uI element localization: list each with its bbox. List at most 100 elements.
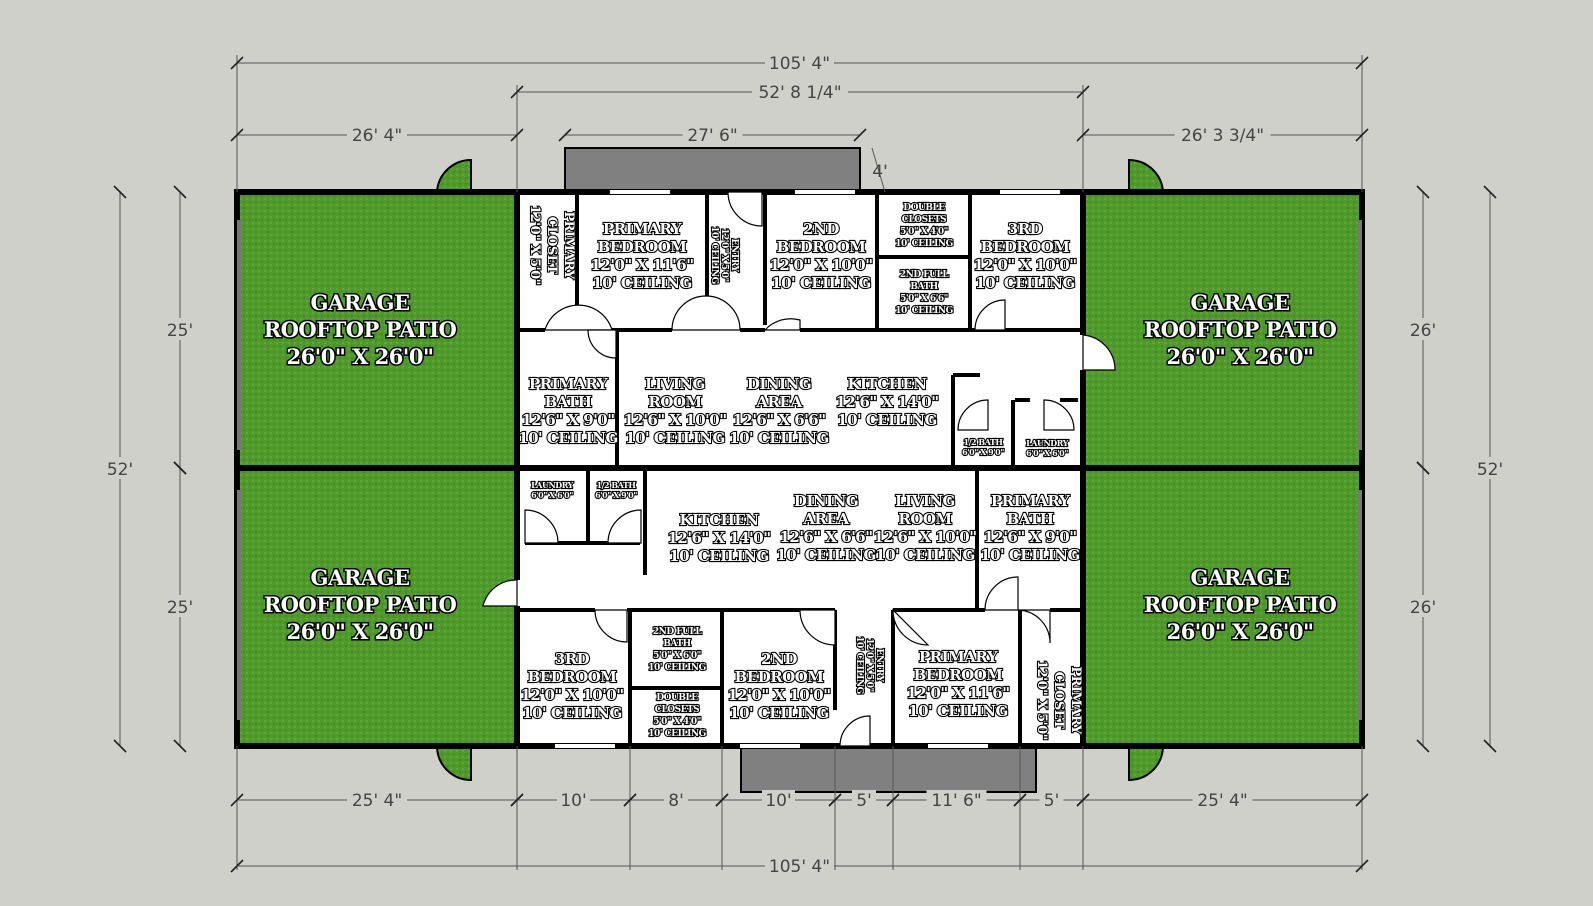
room-label: BEDROOM	[735, 668, 824, 686]
room-label: BEDROOM	[914, 666, 1003, 684]
front-porch-bottom	[740, 745, 1037, 793]
garage-door-bump	[1128, 158, 1165, 193]
dimension-tick	[1355, 793, 1369, 807]
dimension-label-bg	[162, 318, 198, 340]
room-label: 1/2 BATH	[964, 437, 1004, 447]
dimension-tick	[1355, 128, 1369, 142]
dimension-label-bg	[682, 125, 743, 145]
room-label: ENTRY	[874, 649, 884, 683]
bottom-unit-walls	[517, 468, 1083, 746]
dimension-label-bg	[765, 53, 834, 73]
garage-label: 26'0" X 26'0"	[1167, 619, 1314, 644]
dimension-label: 10'	[560, 791, 586, 811]
room-label: CLOSETS	[655, 705, 699, 715]
dimension-tick	[510, 85, 524, 99]
dimension-tick	[558, 128, 572, 142]
dimension-label: 5'	[856, 791, 872, 811]
dimension-label-bg	[1039, 790, 1064, 810]
dimension-label: 26'	[1410, 598, 1436, 618]
room-label: 12'6" X 9'0"	[521, 411, 614, 429]
room-label: 12'0" X 5'0"	[1034, 660, 1049, 740]
room-label: LIVING	[645, 375, 705, 393]
room-label: 10' CEILING	[709, 226, 719, 284]
room-label: 10' CEILING	[854, 636, 864, 694]
garage-label: GARAGE	[311, 290, 410, 315]
garage-patio-bottom-left	[237, 468, 517, 746]
dimension-label-bg	[664, 790, 688, 810]
room-label: 12'0" X 11'6"	[590, 256, 693, 274]
room-label: 12'0" X 11'6"	[906, 684, 1009, 702]
dimension-label-bg	[765, 856, 834, 876]
room-label: PRIMARY	[561, 211, 576, 280]
room-label: BATH	[910, 282, 938, 292]
room-label: 10' CEILING	[648, 663, 706, 673]
room-label: BEDROOM	[598, 238, 687, 256]
garage-label: ROOFTOP PATIO	[264, 317, 457, 342]
room-label: PRIMARY	[919, 648, 998, 666]
dimension-line	[871, 147, 886, 193]
dimension-tick	[230, 128, 244, 142]
dimension-tick	[1076, 793, 1090, 807]
room-label: BEDROOM	[528, 668, 617, 686]
garage-label: ROOFTOP PATIO	[264, 592, 457, 617]
room-label: ROOM	[648, 393, 701, 411]
room-label: 12'0" X 10'0"	[727, 686, 830, 704]
dimension-tick	[173, 185, 187, 199]
room-label: 2ND FULL	[653, 627, 702, 637]
windows	[237, 190, 1362, 748]
dimension-tick	[230, 56, 244, 70]
room-label: 2ND FULL	[900, 270, 949, 280]
dimension-label: 52'	[107, 460, 133, 480]
dimension-label-bg	[852, 790, 876, 810]
room-label: 6'0" X 9'0"	[962, 447, 1004, 457]
dimension-tick	[623, 793, 637, 807]
room-label: 6'0" X 6'0"	[1026, 448, 1068, 458]
dimension-tick	[1483, 739, 1497, 753]
room-label: 1/2 BATH	[597, 480, 637, 490]
room-label: BEDROOM	[981, 238, 1070, 256]
room-label: DINING	[794, 492, 858, 510]
room-label: BATH	[1007, 510, 1054, 528]
room-label: 10' CEILING	[895, 239, 953, 249]
dimension-label-bg	[347, 790, 407, 810]
dimension-label-bg	[1192, 790, 1253, 810]
room-label: 12'0" X 5'0"	[864, 638, 874, 691]
room-label: ENTRY	[729, 239, 739, 273]
garage-label: 26'0" X 26'0"	[287, 619, 434, 644]
room-label: ROOM	[898, 510, 951, 528]
room-label: 10' CEILING	[625, 429, 725, 447]
dimension-label: 25' 4"	[1197, 791, 1247, 811]
room-label: KITCHEN	[680, 511, 760, 529]
garage-door-bump	[435, 745, 472, 782]
door-swings	[482, 191, 1116, 747]
room-label: 12'6" X 9'0"	[983, 528, 1076, 546]
room-label: 6'0" X 9'0"	[595, 490, 637, 500]
dimension-tick	[1483, 185, 1497, 199]
garage-label: 26'0" X 26'0"	[1167, 344, 1314, 369]
room-label: CLOSET	[1051, 672, 1066, 730]
dimension-label: 5'	[1044, 791, 1060, 811]
room-label: CLOSETS	[902, 215, 946, 225]
dimension-label-bg	[1174, 125, 1271, 145]
dimension-label-bg	[557, 790, 590, 810]
garage-door-bump	[435, 158, 472, 193]
room-label: LIVING	[895, 492, 955, 510]
room-label: 12'0" X 10'0"	[973, 256, 1076, 274]
room-label: 3RD	[1008, 220, 1043, 238]
room-label: PRIMARY	[603, 220, 682, 238]
room-label: LAUNDRY	[1026, 438, 1068, 448]
dimension-tick	[1076, 128, 1090, 142]
dimension-label: 105' 4"	[769, 857, 830, 877]
room-label: KITCHEN	[848, 375, 928, 393]
room-label: AREA	[755, 393, 802, 411]
dimension-label-bg	[926, 790, 987, 810]
dimension-tick	[1076, 85, 1090, 99]
front-porch-top	[564, 147, 861, 193]
dimension-tick	[1416, 461, 1430, 475]
dimension-label: 8'	[668, 791, 684, 811]
garage-label: GARAGE	[1191, 290, 1290, 315]
room-label: 10' CEILING	[592, 274, 692, 292]
room-label: 10' CEILING	[729, 704, 829, 722]
